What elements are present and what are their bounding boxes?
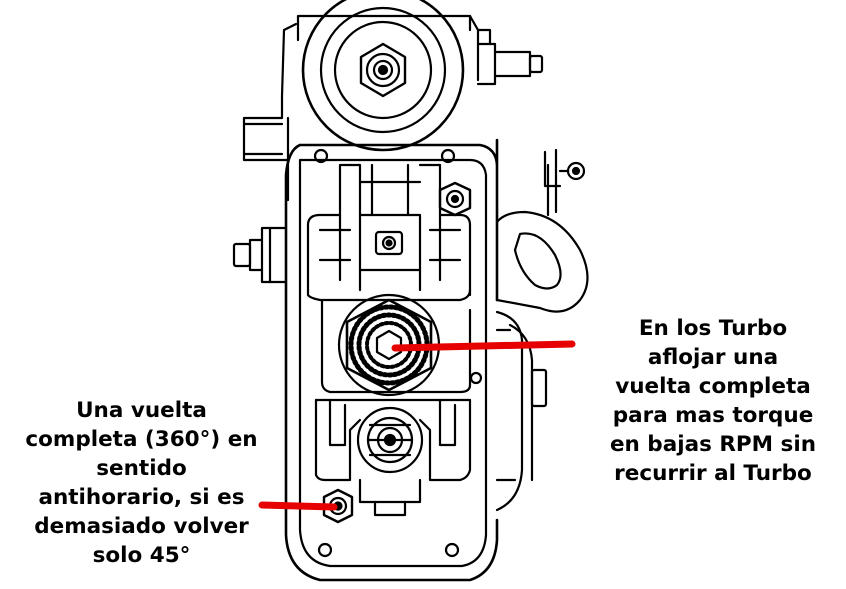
annotation-left-line: antihorario, si es bbox=[38, 485, 245, 510]
annotation-left-line: demasiado volver bbox=[34, 514, 249, 539]
annotation-right-line: para mas torque bbox=[612, 403, 814, 428]
annotation-right-line: vuelta completa bbox=[615, 374, 811, 399]
annotation-right: En los Turbo aflojar una vuelta completa… bbox=[588, 314, 838, 488]
right-tubing bbox=[495, 310, 548, 512]
annotation-right-line: En los Turbo bbox=[638, 316, 788, 341]
pump-body-outline bbox=[284, 138, 499, 582]
left-bracket bbox=[242, 22, 298, 202]
annotation-left-line: solo 45° bbox=[92, 543, 191, 568]
annotation-left: Una vuelta completa (360°) en sentido an… bbox=[0, 396, 283, 570]
annotation-left-line: sentido bbox=[96, 456, 187, 481]
pointer-line-right bbox=[391, 340, 576, 352]
top-pulley bbox=[296, 0, 544, 152]
lower-compartment bbox=[314, 398, 472, 517]
annotation-right-line: aflojar una bbox=[647, 345, 779, 370]
upper-right-nut bbox=[438, 181, 472, 217]
annotation-right-line: en bajas RPM sin bbox=[609, 432, 817, 457]
pointer-line-left bbox=[258, 501, 338, 511]
governor-lever bbox=[495, 148, 589, 313]
annotation-left-line: Una vuelta bbox=[76, 398, 207, 423]
annotation-right-line: recurrir al Turbo bbox=[614, 461, 812, 486]
upper-compartment bbox=[306, 163, 472, 302]
left-side-fitting bbox=[232, 226, 288, 284]
annotation-left-line: completa (360°) en bbox=[25, 427, 258, 452]
